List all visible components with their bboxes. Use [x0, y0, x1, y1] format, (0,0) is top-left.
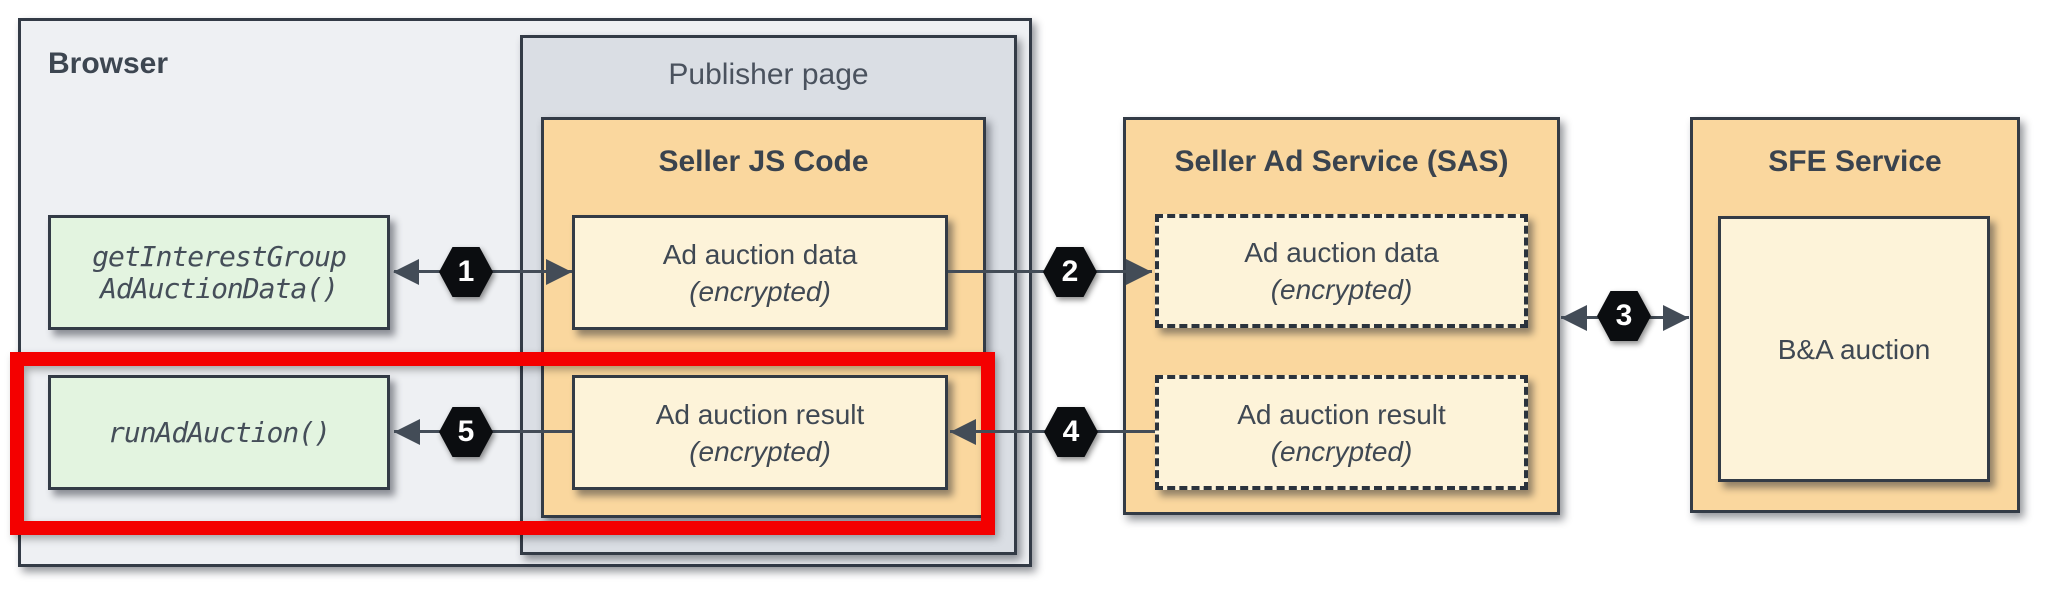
- seller-ad-service-title: Seller Ad Service (SAS): [1174, 145, 1509, 178]
- js-ad-auction-result-box: Ad auction result (encrypted): [572, 375, 948, 490]
- run-ad-auction-line1: runAdAuction(): [107, 415, 331, 449]
- js-ad-auction-result-line1: Ad auction result: [655, 398, 865, 430]
- arrow-step3-head-left-icon: [1561, 305, 1587, 331]
- get-interest-group-ad-auction-data-box: getInterestGroup AdAuctionData(): [48, 215, 390, 330]
- js-ad-auction-result-line2: (encrypted): [689, 435, 831, 467]
- arrow-step4-head-left-icon: [950, 419, 976, 445]
- ba-auction-label: B&A auction: [1777, 333, 1931, 365]
- sas-ad-auction-result-line1: Ad auction result: [1237, 398, 1446, 430]
- arrow-step1-head-left-icon: [393, 259, 419, 285]
- ba-auction-box: B&A auction: [1718, 216, 1990, 482]
- step-badge-4: 4: [1044, 407, 1098, 457]
- sas-ad-auction-data-box: Ad auction data (encrypted): [1155, 214, 1528, 328]
- browser-label: Browser: [48, 47, 169, 80]
- run-ad-auction-box: runAdAuction(): [48, 375, 390, 490]
- highlight-red-frame: [10, 352, 995, 535]
- get-interest-group-line1: getInterestGroup: [92, 239, 347, 273]
- js-ad-auction-data-line2: (encrypted): [689, 275, 831, 307]
- sas-ad-auction-result-box: Ad auction result (encrypted): [1155, 375, 1528, 490]
- get-interest-group-line2: AdAuctionData(): [100, 271, 339, 305]
- publisher-page-label: Publisher page: [668, 58, 869, 91]
- sas-ad-auction-result-line2: (encrypted): [1270, 435, 1413, 467]
- arrow-step5-head-left-icon: [394, 419, 420, 445]
- arrow-step3-head-right-icon: [1663, 305, 1689, 331]
- step-badge-2: 2: [1043, 247, 1097, 297]
- sfe-service-title: SFE Service: [1768, 145, 1942, 178]
- sas-ad-auction-data-line2: (encrypted): [1270, 274, 1413, 305]
- sas-ad-auction-data-line1: Ad auction data: [1244, 237, 1439, 268]
- arrow-step2-head-right-icon: [1126, 259, 1152, 285]
- arrow-step1-head-right-icon: [546, 259, 572, 285]
- seller-js-code-title: Seller JS Code: [658, 145, 869, 178]
- js-ad-auction-data-box: Ad auction data (encrypted): [572, 215, 948, 330]
- step-badge-3: 3: [1597, 291, 1651, 341]
- js-ad-auction-data-line1: Ad auction data: [662, 238, 858, 270]
